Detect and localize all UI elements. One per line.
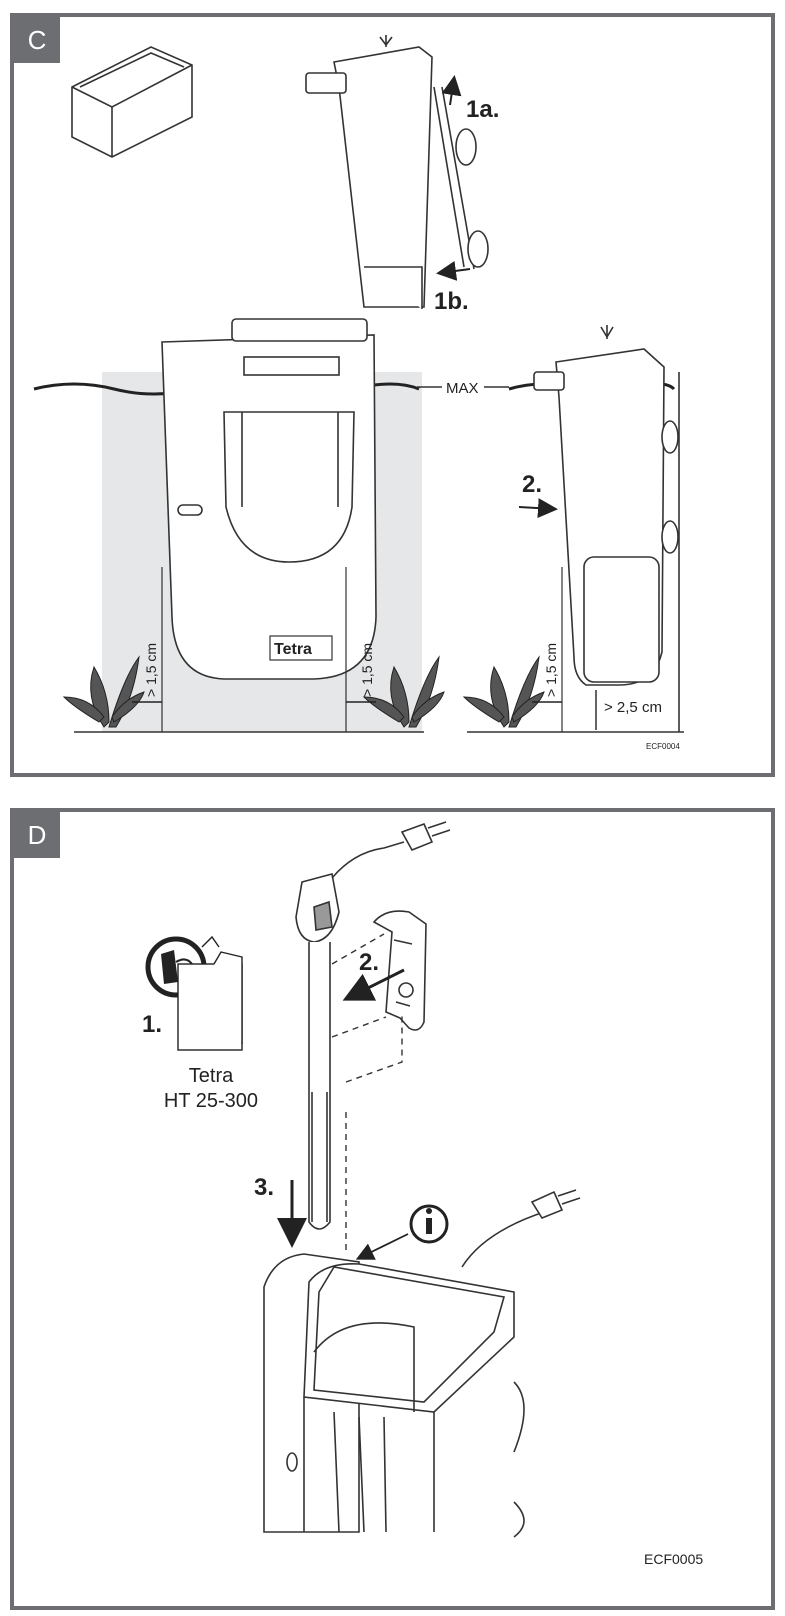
step-1a-label: 1a. — [466, 96, 499, 123]
panel-d-code: ECF0005 — [644, 1551, 703, 1567]
distance-left-label: > 1,5 cm — [143, 643, 159, 697]
arrow-2-d — [342, 968, 405, 1001]
manual-booklet-icon — [177, 935, 243, 1051]
plant-left — [62, 655, 145, 728]
power-plug-icon-2 — [530, 1189, 581, 1219]
info-arrow — [355, 1233, 409, 1260]
step-1b-label: 1b. — [434, 288, 469, 315]
panel-c-illustration: 1a. 1b. MAX Tetra — [33, 35, 684, 751]
aquarium-box-icon — [71, 46, 193, 158]
panel-d-illustration: 1. Tetra HT 25-300 2. 3. — [142, 821, 703, 1567]
heater — [295, 841, 405, 1230]
arrow-1a — [441, 75, 462, 106]
step-1-label: 1. — [142, 1011, 162, 1038]
step-2-label: 2. — [522, 471, 542, 498]
filter-side-view-bottom — [533, 325, 679, 686]
power-plug-icon — [400, 821, 451, 852]
distance-bottom-label: > 2,5 cm — [604, 699, 662, 716]
panel-d-tag: D — [14, 812, 60, 858]
arrow-2 — [518, 498, 558, 519]
max-label: MAX — [446, 380, 479, 397]
filter-side-view-top — [305, 35, 489, 309]
manual-model: HT 25-300 — [164, 1090, 258, 1112]
info-icon — [409, 1204, 449, 1244]
panel-c-tag: C — [14, 17, 60, 63]
panel-d: D 1. Tetra HT 25-300 — [10, 808, 775, 1610]
filter-front-view — [161, 318, 377, 680]
distance-right-label: > 1,5 cm — [543, 643, 559, 697]
plant-right — [462, 655, 545, 728]
panel-c: C 1a. 1b. — [10, 13, 775, 777]
distance-middle-label: > 1,5 cm — [359, 643, 375, 697]
plant-middle — [362, 655, 445, 728]
filter-body — [263, 1206, 560, 1538]
panel-c-code: ECF0004 — [646, 742, 680, 751]
arrow-1b — [436, 260, 471, 281]
tetra-logo-text: Tetra — [274, 641, 312, 658]
step-3-label: 3. — [254, 1174, 274, 1201]
tetra-logo-badge — [269, 635, 333, 661]
step-2-d-label: 2. — [359, 949, 379, 976]
manual-title: Tetra — [189, 1065, 234, 1087]
